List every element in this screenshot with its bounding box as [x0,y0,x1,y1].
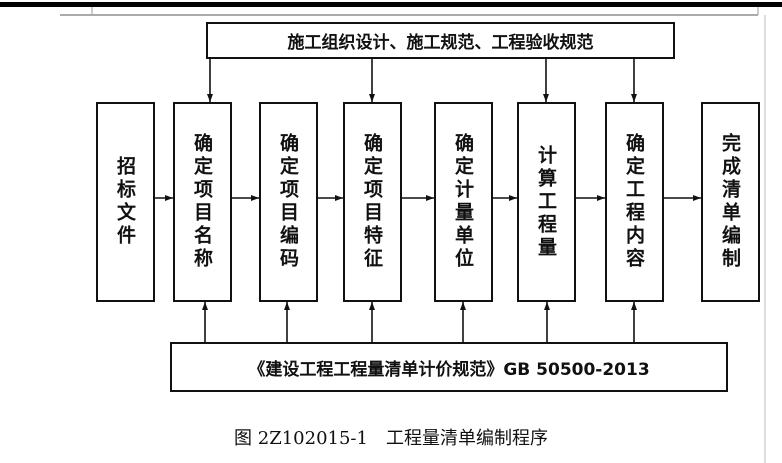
step-label: 确定计量单位 [452,133,474,271]
step-box-8: 完成清单编制 [701,102,760,302]
step-box-5: 确定计量单位 [434,102,493,302]
step-box-7: 确定工程内容 [605,102,664,302]
step-label: 确定项目名称 [191,133,213,271]
arrowhead-icon [202,302,208,310]
step-label: 计算工程量 [535,144,557,260]
arrowhead-icon [693,195,701,201]
step-label: 完成清单编制 [719,133,741,271]
arrows [155,59,701,342]
step-label: 招标文件 [114,156,136,248]
step-label: 确定项目特征 [361,133,383,271]
arrowhead-icon [544,302,550,310]
arrowhead-icon [426,195,434,201]
arrowhead-icon [631,302,637,310]
arrowhead-icon [597,195,605,201]
arrowhead-icon [335,195,343,201]
arrowhead-icon [369,94,375,102]
arrowhead-icon [631,94,637,102]
step-box-2: 确定项目名称 [173,102,232,302]
arrowhead-icon [284,302,290,310]
arrowhead-icon [165,195,173,201]
top-box-label: 施工组织设计、施工规范、工程验收规范 [287,33,594,53]
arrowhead-icon [251,195,259,201]
step-box-3: 确定项目编码 [259,102,318,302]
step-box-1: 招标文件 [96,102,155,302]
figure-caption: 图 2Z102015-1 工程量清单编制程序 [234,428,548,449]
bottom-box-code: 《建设工程工程量清单计价规范》GB 50500-2013 [170,342,728,392]
arrowhead-icon [509,195,517,201]
step-label: 确定项目编码 [277,133,299,271]
arrowhead-icon [460,302,466,310]
arrowhead-icon [543,94,549,102]
arrowhead-icon [207,94,213,102]
step-box-6: 计算工程量 [517,102,576,302]
arrowhead-icon [369,302,375,310]
bottom-box-label: 《建设工程工程量清单计价规范》GB 50500-2013 [248,359,650,380]
top-rule [0,2,782,7]
top-box-standards: 施工组织设计、施工规范、工程验收规范 [206,22,675,59]
step-box-4: 确定项目特征 [343,102,402,302]
step-label: 确定工程内容 [623,133,645,271]
